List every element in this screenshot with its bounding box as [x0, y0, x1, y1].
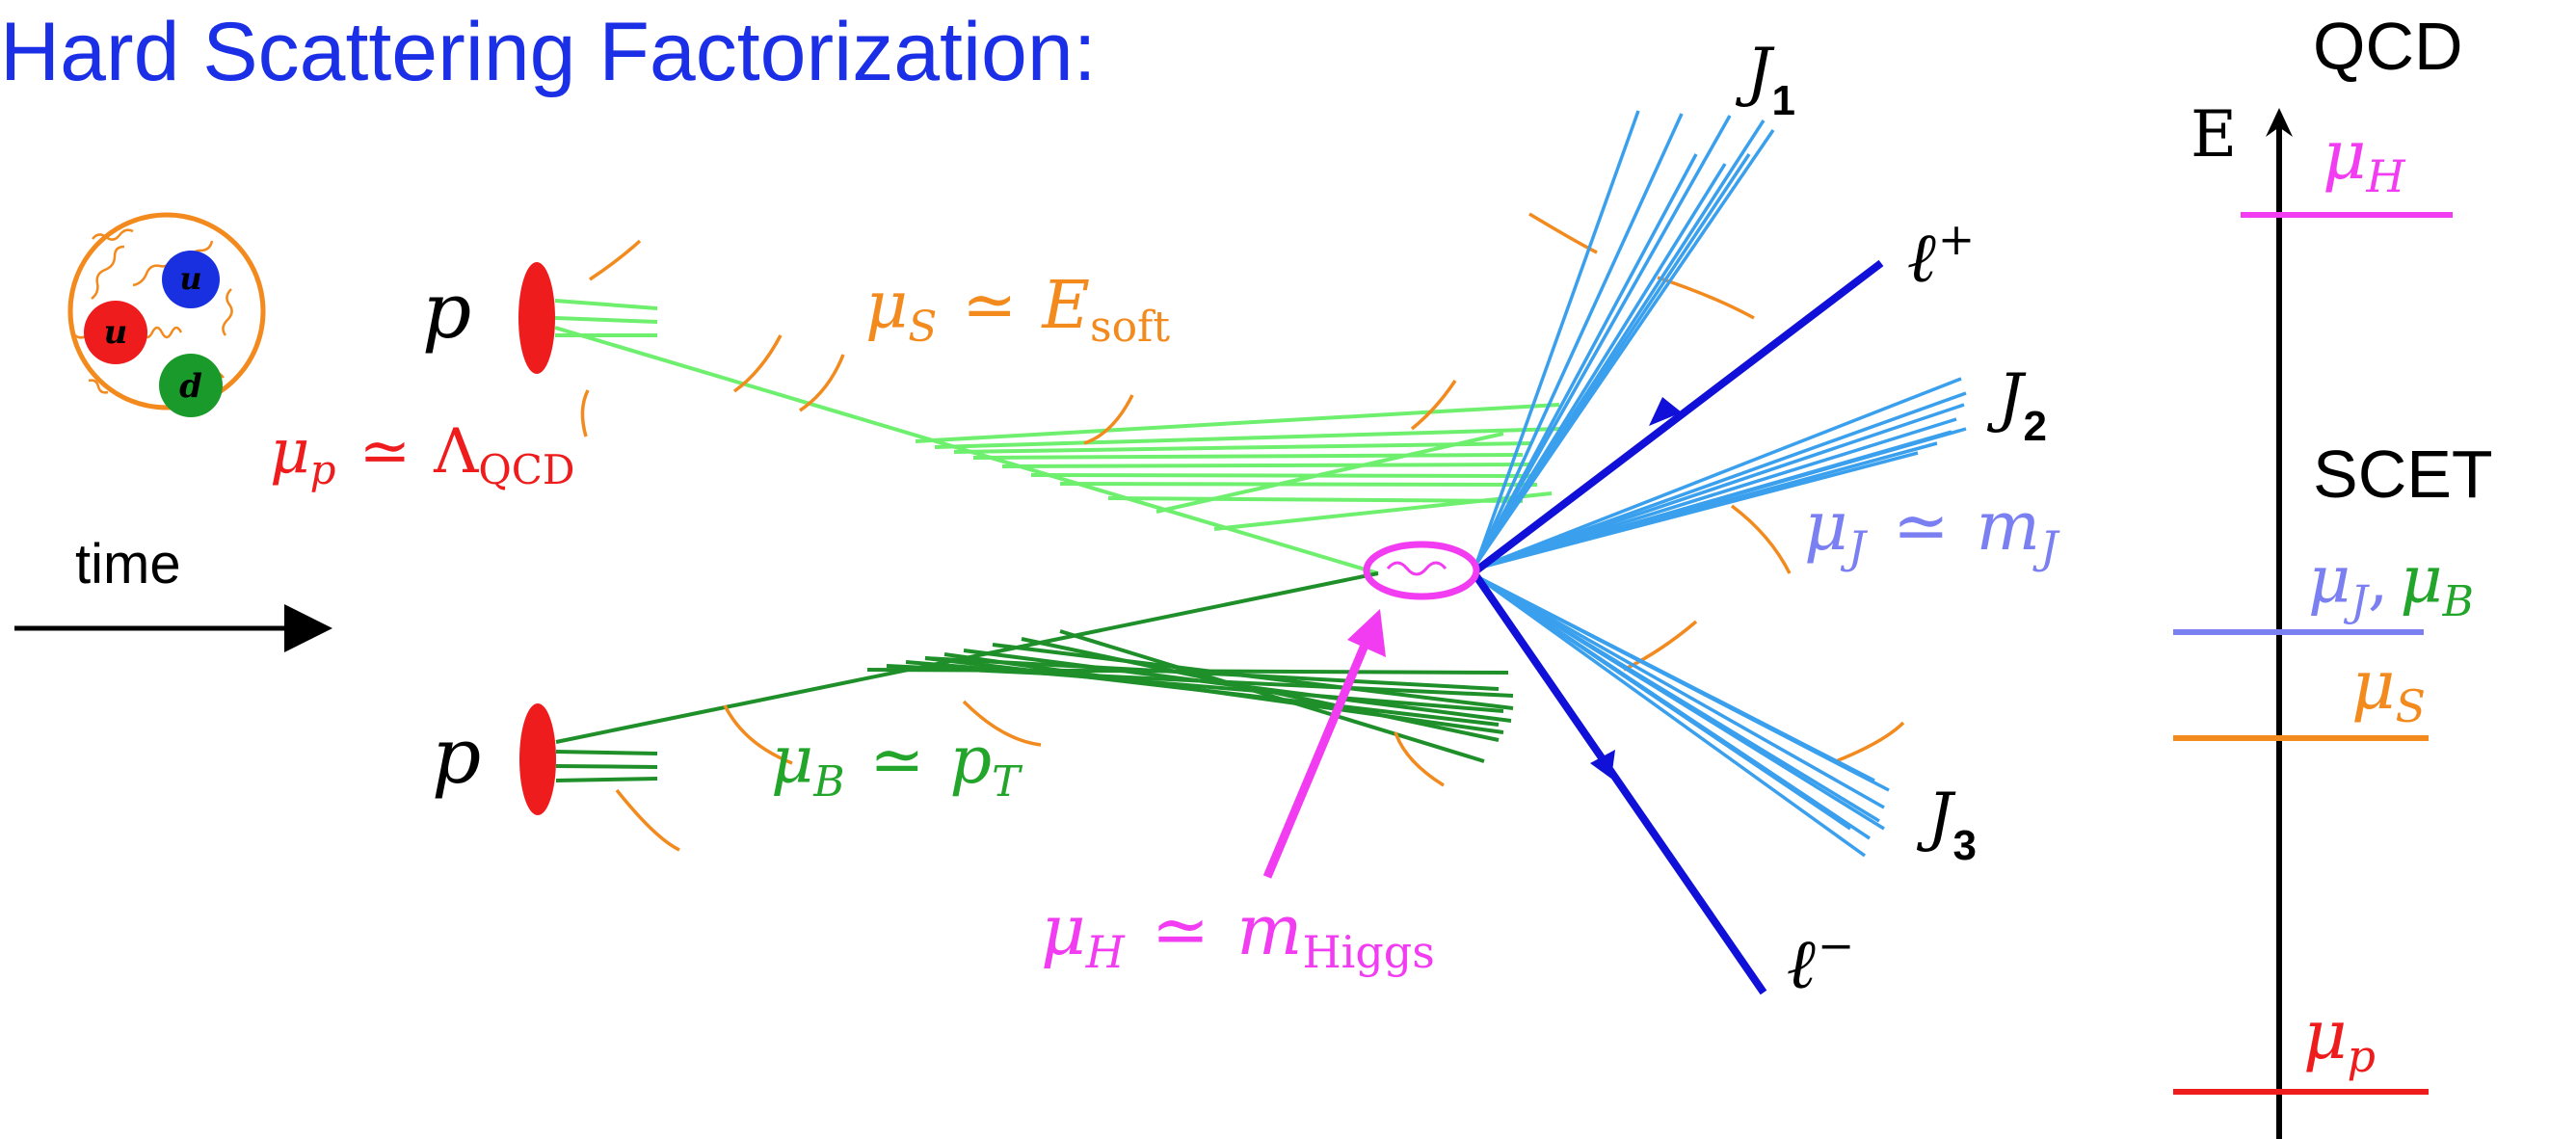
quark-u-left	[84, 301, 147, 364]
axis-energy-letter: E	[2191, 97, 2237, 172]
mu-p-annotation: μp≃ΛQCD	[270, 416, 575, 493]
beam-jet-bottom	[866, 629, 1514, 763]
axis-mid-label: SCET	[2313, 437, 2493, 512]
quark-u-top	[162, 251, 220, 308]
energy-scale-axis	[2266, 108, 2293, 1139]
diagram-title: Hard Scattering Factorization:	[0, 6, 1097, 98]
quark-u-top-label: u	[179, 260, 201, 297]
mu-h-annotation: μH≃mHiggs	[1041, 889, 1435, 978]
proton-bottom-remnants	[555, 750, 658, 782]
mu-j-annotation: μJ≃mJ	[1804, 487, 2060, 573]
jet-3-tracks	[1474, 574, 1890, 858]
proton-top-remnants	[554, 299, 658, 337]
higgs-vertex	[1363, 541, 1480, 600]
proton-top-label: p	[422, 266, 471, 356]
proton-top-blob	[518, 262, 555, 374]
proton-bottom-blob	[519, 703, 556, 815]
soft-radiation	[580, 212, 1905, 852]
jet-2-tracks	[1475, 377, 1967, 570]
quark-u-left-label: u	[104, 313, 128, 352]
mu-s-annotation: μS≃Esoft	[865, 268, 1170, 352]
lepton-minus-label: ℓ−	[1788, 919, 1854, 1004]
beam-jet-top	[915, 403, 1562, 531]
lepton-minus-track	[1473, 573, 1767, 995]
higgs-pointer-arrow	[1262, 609, 1386, 879]
level-label-mu-s: μS	[2351, 646, 2426, 732]
level-label-mu-p: μp	[2303, 995, 2376, 1082]
jet-3-label: J3	[1916, 780, 1977, 869]
quark-d-label: d	[179, 367, 202, 406]
time-label: time	[75, 533, 181, 596]
proton-icon: u u d	[67, 212, 266, 417]
jet-2-label: J2	[1986, 360, 2047, 450]
lepton-plus-label: ℓ+	[1908, 213, 1975, 298]
proton-bottom-label: p	[432, 711, 481, 801]
jet-1-tracks	[1474, 110, 1775, 565]
jet-1-label: J1	[1735, 35, 1795, 124]
axis-top-label: QCD	[2313, 9, 2463, 84]
lepton-plus-track	[1474, 259, 1884, 574]
level-label-mu-jb: μJ,μB	[2308, 543, 2474, 626]
quark-d	[159, 354, 223, 417]
level-label-mu-h: μH	[2323, 116, 2406, 202]
mu-b-annotation: μB≃pT	[771, 723, 1023, 807]
